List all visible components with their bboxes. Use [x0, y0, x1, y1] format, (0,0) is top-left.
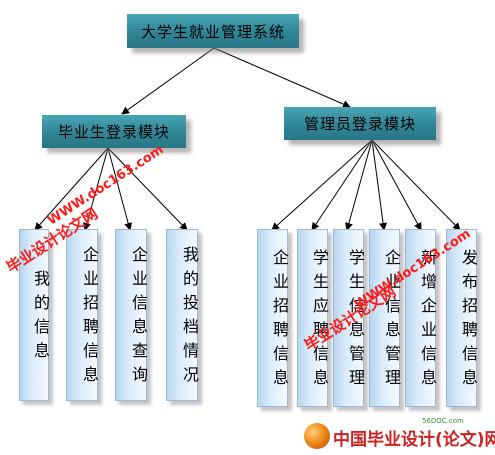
student-login-module: 毕业生登录模块 — [42, 115, 186, 148]
root-label: 大学生就业管理系统 — [140, 22, 285, 41]
edge-admin-to-leaf-6 — [371, 139, 461, 231]
admin-leaf-student-management: 学生信息管理 — [333, 229, 365, 407]
edge-admin-to-leaf-3 — [345, 139, 373, 231]
edge-root-to-student-module — [121, 47, 215, 115]
student-leaf-company-recruitment: 企业招聘信息 — [66, 229, 99, 401]
admin-leaf-company-recruitment: 企业招聘信息 — [257, 229, 289, 407]
admin-leaf-publish-recruitment: 发布招聘信息 — [446, 229, 478, 407]
edge-student-to-leaf-1 — [34, 147, 109, 231]
admin-login-module: 管理员登录模块 — [284, 107, 436, 140]
student-module-label: 毕业生登录模块 — [57, 123, 170, 141]
edge-root-to-admin-module — [213, 47, 351, 108]
admin-leaf-student-applications: 学生应聘信息 — [297, 229, 329, 407]
edge-admin-to-leaf-4 — [371, 139, 388, 231]
edge-admin-to-leaf-5 — [371, 139, 422, 231]
admin-leaf-company-management: 企业信息管理 — [369, 229, 401, 407]
admin-module-label: 管理员登录模块 — [303, 115, 416, 133]
edge-admin-to-leaf-1 — [271, 139, 373, 231]
footer-small-url: 56DOC.com — [422, 417, 464, 425]
student-leaf-my-applications: 我的投档情况 — [166, 229, 199, 401]
edge-student-to-leaf-3 — [107, 147, 133, 231]
footer-brand-text: 中国毕业设计(论文)网 — [333, 430, 495, 450]
root-node: 大学生就业管理系统 — [127, 14, 299, 48]
site-logo-icon — [304, 423, 330, 449]
student-leaf-my-info: 我的信息 — [19, 229, 50, 401]
edge-student-to-leaf-2 — [83, 147, 109, 231]
admin-leaf-add-company: 新增企业信息 — [405, 229, 437, 407]
edge-student-to-leaf-4 — [107, 147, 188, 231]
student-leaf-company-query: 企业信息查询 — [115, 229, 148, 401]
edge-admin-to-leaf-2 — [311, 139, 373, 231]
